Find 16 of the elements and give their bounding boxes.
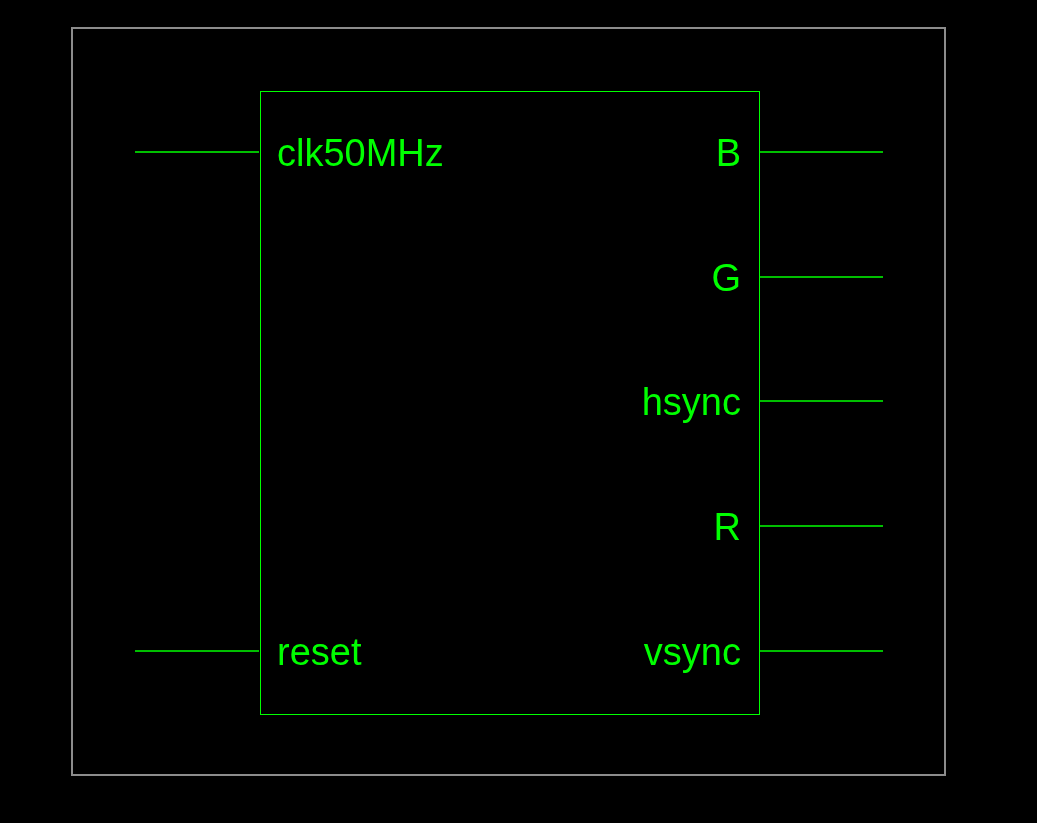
pin-label: G: [711, 256, 741, 300]
module-block: [260, 91, 760, 715]
pin-line: [758, 276, 884, 278]
pin-line: [134, 151, 260, 153]
pin-line: [134, 650, 260, 652]
pin-label: R: [713, 505, 741, 549]
pin-label: hsync: [641, 380, 741, 424]
pin-line: [758, 151, 884, 153]
pin-label: reset: [277, 630, 362, 674]
pin-line: [758, 650, 884, 652]
pin-line: [758, 400, 884, 402]
pin-label: B: [715, 131, 741, 175]
frame-border: [71, 27, 946, 776]
pin-label: clk50MHz: [277, 131, 444, 175]
pin-line: [758, 525, 884, 527]
pin-label: vsync: [643, 630, 741, 674]
